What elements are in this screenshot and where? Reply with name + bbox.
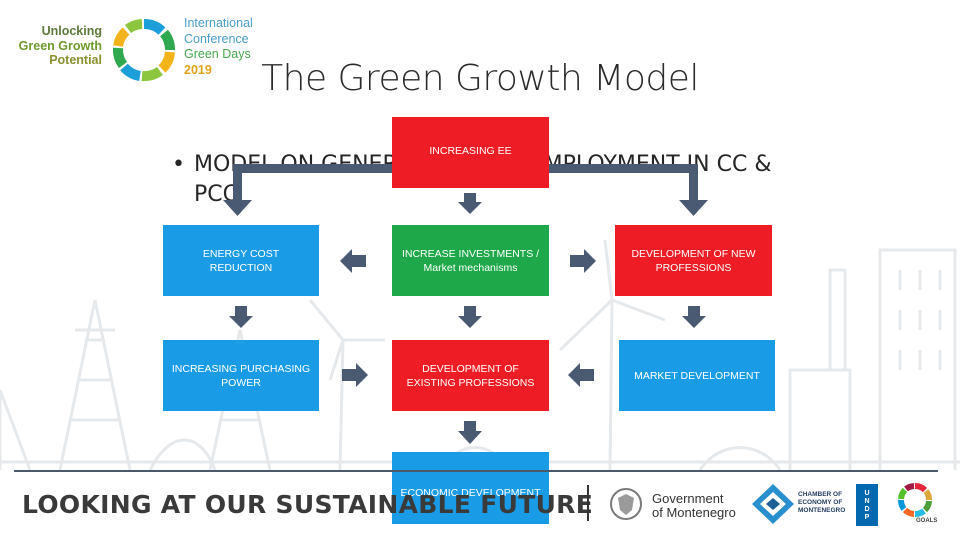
unlocking-green-growth-logo-text: Unlocking Green Growth Potential bbox=[14, 24, 102, 68]
arrow-down-investments-to-existing bbox=[458, 306, 482, 328]
arrow-right-investments-to-new bbox=[570, 249, 596, 273]
arrow-down-to-new-professions bbox=[679, 200, 708, 216]
footer-divider bbox=[14, 470, 938, 472]
arrow-down-ee-to-investments bbox=[458, 193, 482, 214]
footer-separator bbox=[587, 485, 589, 521]
connector-right-vertical bbox=[689, 164, 698, 202]
chamber-of-economy-logo-icon bbox=[752, 484, 794, 524]
logo-line-3: Potential bbox=[49, 53, 102, 67]
arrow-down-new-to-market bbox=[682, 306, 706, 328]
conf-line-3: Green Days bbox=[184, 47, 251, 61]
box-market-development-label: MARKET DEVELOPMENT bbox=[634, 369, 760, 382]
conf-year: 2019 bbox=[184, 62, 212, 77]
box-development-existing-professions: DEVELOPMENT OF EXISTING PROFESSIONS bbox=[392, 340, 549, 411]
box-increasing-purchasing-power-label: INCREASING PURCHASING POWER bbox=[171, 362, 311, 389]
chamber-of-economy-text: CHAMBER OF ECONOMY OF MONTENEGRO bbox=[798, 491, 845, 515]
footer-banner-text: LOOKING AT OUR SUSTAINABLE FUTURE bbox=[22, 490, 594, 519]
gov-line-2: of Montenegro bbox=[652, 505, 736, 520]
arrow-right-purchasing-to-existing bbox=[342, 363, 368, 387]
box-development-new-professions-label: DEVELOPMENT OF NEW PROFESSIONS bbox=[631, 247, 756, 274]
slide-title: The Green Growth Model bbox=[261, 58, 699, 99]
conf-line-2: Conference bbox=[184, 31, 249, 46]
box-development-new-professions: DEVELOPMENT OF NEW PROFESSIONS bbox=[615, 225, 772, 296]
box-energy-cost-reduction: ENERGY COST REDUCTION bbox=[163, 225, 319, 296]
box-increasing-purchasing-power: INCREASING PURCHASING POWER bbox=[163, 340, 319, 411]
box-market-development: MARKET DEVELOPMENT bbox=[619, 340, 775, 411]
logo-line-2: Green Growth bbox=[18, 38, 102, 53]
box-economic-development: ECONOMIC DEVELOPMENT bbox=[392, 452, 549, 524]
government-of-montenegro-text: Government of Montenegro bbox=[652, 492, 736, 520]
chamber-line-3: MONTENEGRO bbox=[798, 507, 846, 514]
arrow-down-existing-to-economic bbox=[458, 421, 482, 444]
undp-logo-text: U N D P bbox=[864, 490, 870, 521]
gov-line-1: Government bbox=[652, 491, 724, 506]
box-increasing-ee-label: INCREASING EE bbox=[429, 145, 512, 157]
box-increase-investments: INCREASE INVESTMENTS / Market mechanisms bbox=[392, 225, 549, 296]
box-development-existing-professions-label: DEVELOPMENT OF EXISTING PROFESSIONS bbox=[406, 362, 535, 389]
box-increase-investments-label: INCREASE INVESTMENTS / Market mechanisms bbox=[401, 247, 540, 274]
connector-right-horizontal bbox=[548, 164, 698, 173]
arrow-down-to-energy-cost bbox=[223, 200, 252, 216]
montenegro-coat-of-arms-icon bbox=[610, 488, 642, 520]
arrow-down-energy-to-purchasing bbox=[229, 306, 253, 328]
undp-logo: U N D P bbox=[856, 484, 878, 526]
arrow-left-investments-to-energy bbox=[340, 249, 366, 273]
connector-left-horizontal bbox=[233, 164, 393, 173]
sdg-wheel-icon bbox=[898, 483, 932, 517]
box-economic-development-label: ECONOMIC DEVELOPMENT bbox=[400, 487, 541, 499]
arrow-left-market-to-existing bbox=[568, 363, 594, 387]
logo-line-1: Unlocking bbox=[41, 24, 102, 38]
box-increasing-ee: INCREASING EE bbox=[392, 117, 549, 188]
chamber-line-2: ECONOMY OF bbox=[798, 499, 843, 506]
bullet-marker: • bbox=[172, 152, 185, 177]
green-days-ring-logo-icon bbox=[112, 19, 175, 82]
conference-logo-text: International Conference Green Days 2019 bbox=[184, 16, 253, 78]
chamber-line-1: CHAMBER OF bbox=[798, 491, 843, 498]
conf-line-1: International bbox=[184, 16, 253, 30]
box-energy-cost-reduction-label: ENERGY COST REDUCTION bbox=[202, 247, 280, 274]
sdg-goals-text: GOALS bbox=[916, 518, 938, 524]
connector-left-vertical bbox=[233, 164, 242, 202]
